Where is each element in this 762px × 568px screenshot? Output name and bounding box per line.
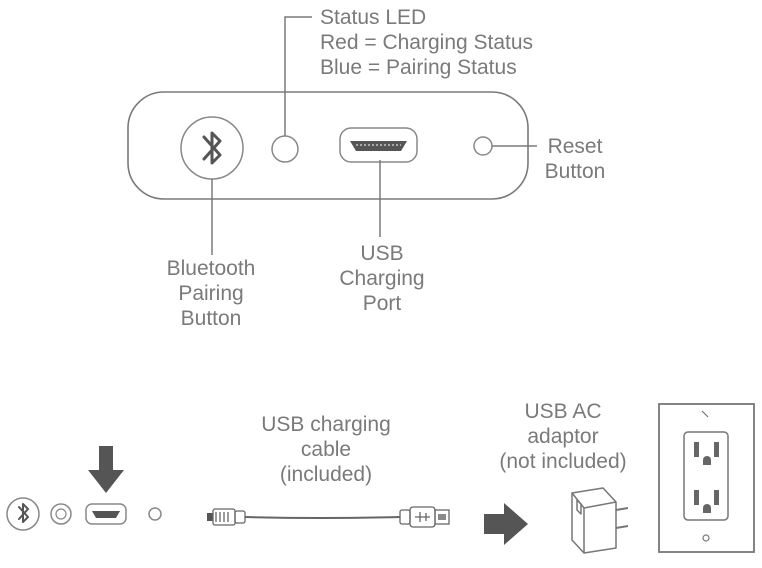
wall-outlet-icon [658,403,755,553]
arrow-right-icon [484,503,528,545]
arrow-down-icon [88,446,124,493]
bluetooth-label: Bluetooth Pairing Button [146,256,276,331]
usb-ac-adaptor-icon [571,487,629,554]
bluetooth-icon [180,116,244,180]
usb-cable-icon [207,506,450,528]
small-device [6,497,162,531]
reset-label-line-1: Reset [547,135,603,158]
usb-port-line-2: Charging [339,267,425,290]
cable-label: USB charging cable (included) [246,412,406,487]
bluetooth-line-3: Button [180,307,242,330]
reset-button-label: Reset Button [536,134,614,184]
cable-line-3: (included) [279,463,373,486]
usb-port-icon [339,127,418,163]
reset-label-line-2: Button [544,160,606,183]
reset-button-icon [473,136,493,156]
led-icon [271,135,299,163]
adaptor-line-1: USB AC [524,400,602,423]
status-led-blue: Blue = Pairing Status [320,56,517,79]
status-led-red: Red = Charging Status [320,31,534,54]
leader-lines [211,16,537,255]
status-led-title: Status LED [320,6,427,29]
bluetooth-line-1: Bluetooth [166,257,256,280]
status-led-label: Status LED Red = Charging Status Blue = … [320,5,533,80]
adaptor-label: USB AC adaptor (not included) [478,399,648,474]
bluetooth-line-2: Pairing [178,282,244,305]
usb-port-line-1: USB [360,242,404,265]
cable-line-2: cable [300,438,352,461]
device-panel [127,91,529,200]
adaptor-line-3: (not included) [499,450,627,473]
usb-port-line-3: Port [362,292,402,315]
adaptor-line-2: adaptor [527,425,599,448]
cable-line-1: USB charging [261,413,391,436]
usb-port-label: USB Charging Port [322,241,442,316]
